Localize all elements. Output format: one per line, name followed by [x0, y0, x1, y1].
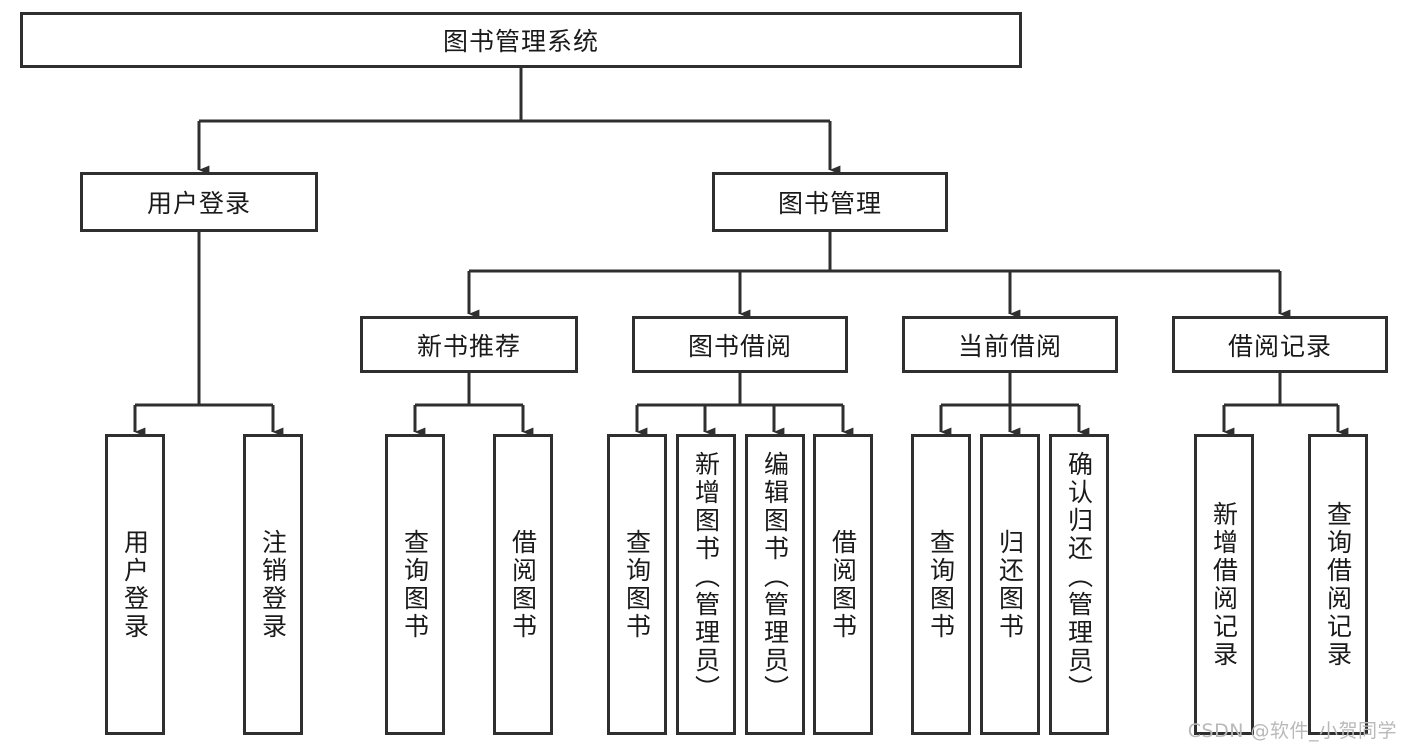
node-label: 查询图书 [926, 528, 956, 641]
node-label: 注销登录 [258, 528, 288, 641]
leaf-add-borrow-record[interactable]: 新增借阅记录 [1194, 434, 1254, 735]
leaf-query-book-current[interactable]: 查询图书 [911, 434, 971, 735]
node-label: 图书管理 [777, 189, 882, 218]
node-label: 用户登录 [120, 528, 150, 641]
node-user-login[interactable]: 用户登录 [80, 172, 318, 232]
leaf-borrow-book[interactable]: 借阅图书 [813, 434, 873, 735]
node-label: 借阅记录 [1227, 331, 1332, 361]
node-label: 当前借阅 [957, 331, 1062, 361]
node-book-management[interactable]: 图书管理 [712, 172, 948, 232]
node-current-borrow[interactable]: 当前借阅 [902, 316, 1118, 373]
node-label: 新增图书（管理员） [691, 451, 721, 703]
leaf-confirm-return-admin[interactable]: 确认归还（管理员） [1049, 434, 1109, 735]
node-label: 借阅图书 [828, 528, 858, 641]
node-label: 编辑图书（管理员） [760, 451, 790, 703]
node-label: 查询借阅记录 [1323, 500, 1353, 669]
node-label: 用户登录 [146, 189, 251, 218]
leaf-return-book[interactable]: 归还图书 [980, 434, 1040, 735]
leaf-user-login[interactable]: 用户登录 [105, 434, 165, 735]
leaf-user-logout[interactable]: 注销登录 [243, 434, 303, 735]
node-borrow-record[interactable]: 借阅记录 [1172, 316, 1388, 373]
node-label: 查询图书 [622, 528, 652, 641]
leaf-query-book-borrow[interactable]: 查询图书 [607, 434, 667, 735]
node-label: 图书管理系统 [442, 27, 599, 56]
node-label: 新增借阅记录 [1209, 500, 1239, 669]
node-book-borrow[interactable]: 图书借阅 [632, 316, 848, 373]
node-label: 借阅图书 [508, 528, 538, 641]
node-label: 归还图书 [995, 528, 1025, 641]
node-label: 新书推荐 [416, 331, 521, 361]
leaf-query-book-recommend[interactable]: 查询图书 [385, 434, 445, 735]
node-label: 确认归还（管理员） [1064, 451, 1094, 703]
node-label: 查询图书 [400, 528, 430, 641]
csdn-watermark: CSDN @软件_小贺同学 [1187, 720, 1397, 742]
node-new-book-recommend[interactable]: 新书推荐 [360, 316, 578, 373]
node-label: 图书借阅 [687, 331, 792, 361]
node-root-system[interactable]: 图书管理系统 [20, 12, 1022, 68]
leaf-query-borrow-record[interactable]: 查询借阅记录 [1308, 434, 1368, 735]
leaf-edit-book-admin[interactable]: 编辑图书（管理员） [745, 434, 805, 735]
leaf-borrow-book-recommend[interactable]: 借阅图书 [493, 434, 553, 735]
leaf-add-book-admin[interactable]: 新增图书（管理员） [676, 434, 736, 735]
